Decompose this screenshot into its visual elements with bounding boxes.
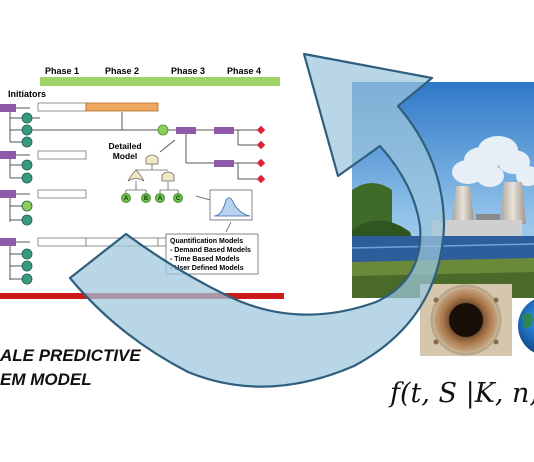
initiator-box xyxy=(0,238,16,246)
quantification-box: Quantification Models - Demand Based Mod… xyxy=(165,233,259,275)
initiator-box xyxy=(0,104,16,112)
svg-text:C: C xyxy=(176,196,181,202)
corroded-pipe-photo xyxy=(420,284,512,356)
initiator-box xyxy=(0,151,16,159)
and-gate xyxy=(161,171,175,182)
phase-label: Phase 4 xyxy=(227,66,261,76)
detailed-model-label: Detailed xyxy=(108,141,141,151)
caption-line: EM MODEL xyxy=(0,370,92,389)
initiator-boxes xyxy=(0,104,16,246)
phase-bar xyxy=(40,77,280,86)
basic-events xyxy=(121,193,183,203)
initiators-label: Initiators xyxy=(8,89,46,99)
formula: f(t, S |K, n, xyxy=(390,378,534,409)
phase-label: Phase 3 xyxy=(171,66,205,76)
end-states xyxy=(256,125,266,184)
event-tree xyxy=(8,107,258,280)
teal-nodes xyxy=(21,112,33,285)
svg-text:B: B xyxy=(144,196,149,202)
globe-image xyxy=(518,299,534,353)
caption-line: ALE PREDICTIVE xyxy=(0,346,141,365)
phase-label: Phase 1 xyxy=(45,66,79,76)
quantification-title: Quantification Models xyxy=(170,238,243,245)
curved-arrow xyxy=(68,52,446,388)
distribution-plot xyxy=(195,189,253,233)
initiator-bars xyxy=(37,102,213,247)
phase-header: Phase 1 Phase 2 Phase 3 Phase 4 xyxy=(40,66,280,86)
detailed-model-label: Model xyxy=(113,151,138,161)
detailed-node xyxy=(157,124,169,136)
active-bar xyxy=(85,102,159,112)
quantification-item: - User Defined Models xyxy=(170,265,244,272)
and-gate xyxy=(145,154,159,165)
svg-text:A: A xyxy=(124,196,129,202)
quantification-item: - Demand Based Models xyxy=(170,247,251,254)
or-gate xyxy=(127,169,145,182)
phase-boxes xyxy=(176,127,234,167)
quantification-item: - Time Based Models xyxy=(170,256,240,263)
svg-text:A: A xyxy=(158,196,163,202)
basic-event-labels: A B A C xyxy=(124,196,181,202)
fault-tree xyxy=(125,154,179,194)
phase-label: Phase 2 xyxy=(105,66,139,76)
initiator-box xyxy=(0,190,16,198)
